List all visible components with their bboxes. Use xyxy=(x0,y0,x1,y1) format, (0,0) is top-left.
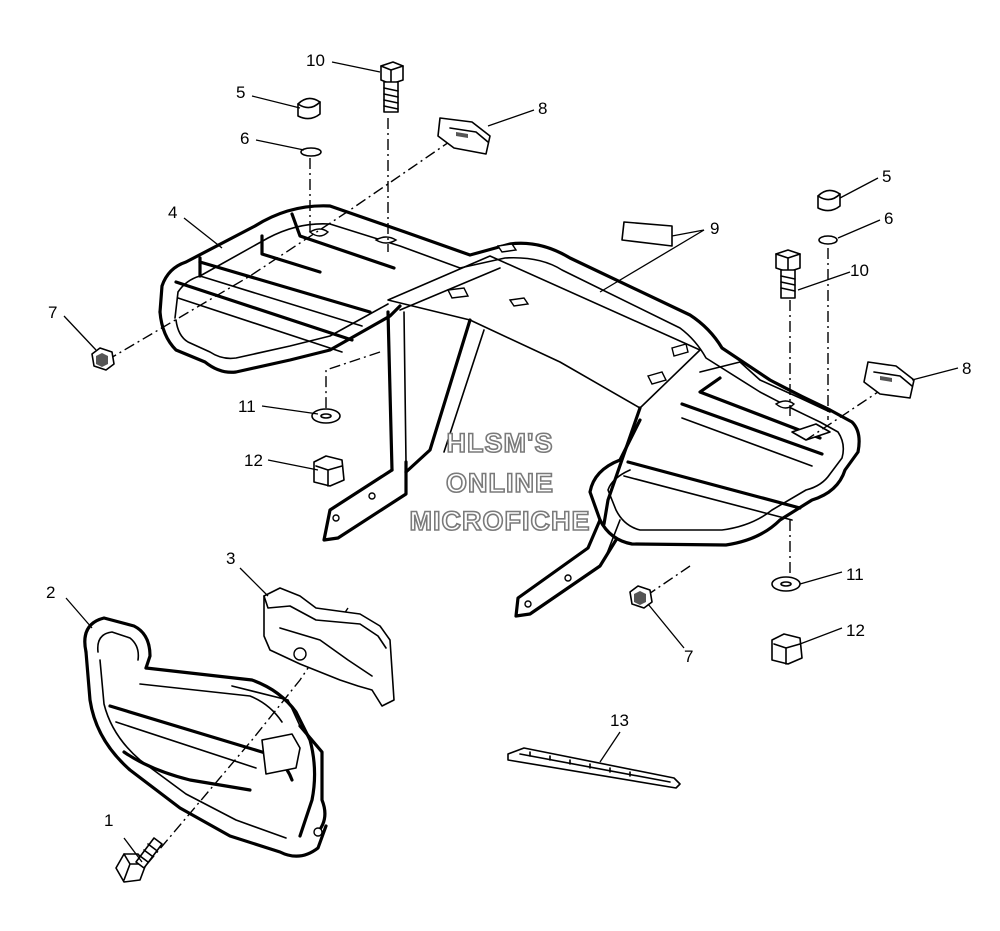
callout-13: 13 xyxy=(610,711,629,730)
bumper xyxy=(83,616,328,858)
callout-7b: 7 xyxy=(684,647,693,666)
clip-upper xyxy=(437,117,491,155)
cap-nut-upper xyxy=(297,97,321,120)
callout-numbers: 1 2 3 4 5 5 6 6 7 7 8 8 9 10 10 11 11 12… xyxy=(46,51,971,830)
washer-upper xyxy=(300,147,322,157)
callout-7a: 7 xyxy=(48,303,57,322)
decal xyxy=(621,221,673,247)
bolt-bumper xyxy=(115,837,163,883)
leader-lines xyxy=(63,61,959,863)
nut-left xyxy=(91,347,115,371)
bolt-right xyxy=(775,249,801,299)
cable-tie xyxy=(507,747,681,789)
bolt-upper xyxy=(380,61,404,113)
rear-rack xyxy=(158,204,861,618)
callout-6b: 6 xyxy=(884,209,893,228)
washer-left xyxy=(311,408,341,424)
bumper-bracket xyxy=(263,587,395,707)
washer-lower-right xyxy=(771,576,801,592)
callout-10a: 10 xyxy=(306,51,325,70)
callout-12b: 12 xyxy=(846,621,865,640)
flange-nut-left xyxy=(313,455,345,487)
callout-10b: 10 xyxy=(850,261,869,280)
watermark: HLSM'S ONLINE MICROFICHE xyxy=(409,427,591,537)
callout-2: 2 xyxy=(46,583,55,602)
nut-right xyxy=(629,585,653,609)
callout-8a: 8 xyxy=(538,99,547,118)
cap-nut-right xyxy=(817,189,841,212)
callout-5b: 5 xyxy=(882,167,891,186)
callout-1: 1 xyxy=(104,811,113,830)
callout-9: 9 xyxy=(710,219,719,238)
watermark-line-3: MICROFICHE xyxy=(410,506,591,536)
callout-11a: 11 xyxy=(238,397,256,416)
callout-12a: 12 xyxy=(244,451,263,470)
watermark-line-2: ONLINE xyxy=(446,468,554,498)
callout-3: 3 xyxy=(226,549,235,568)
clip-right xyxy=(863,361,915,399)
callout-8b: 8 xyxy=(962,359,971,378)
flange-nut-right xyxy=(771,633,803,665)
callout-6a: 6 xyxy=(240,129,249,148)
watermark-line-1: HLSM'S xyxy=(447,428,554,458)
callout-11b: 11 xyxy=(846,565,864,584)
callout-4: 4 xyxy=(168,203,177,222)
callout-5a: 5 xyxy=(236,83,245,102)
washer-right xyxy=(818,235,838,245)
